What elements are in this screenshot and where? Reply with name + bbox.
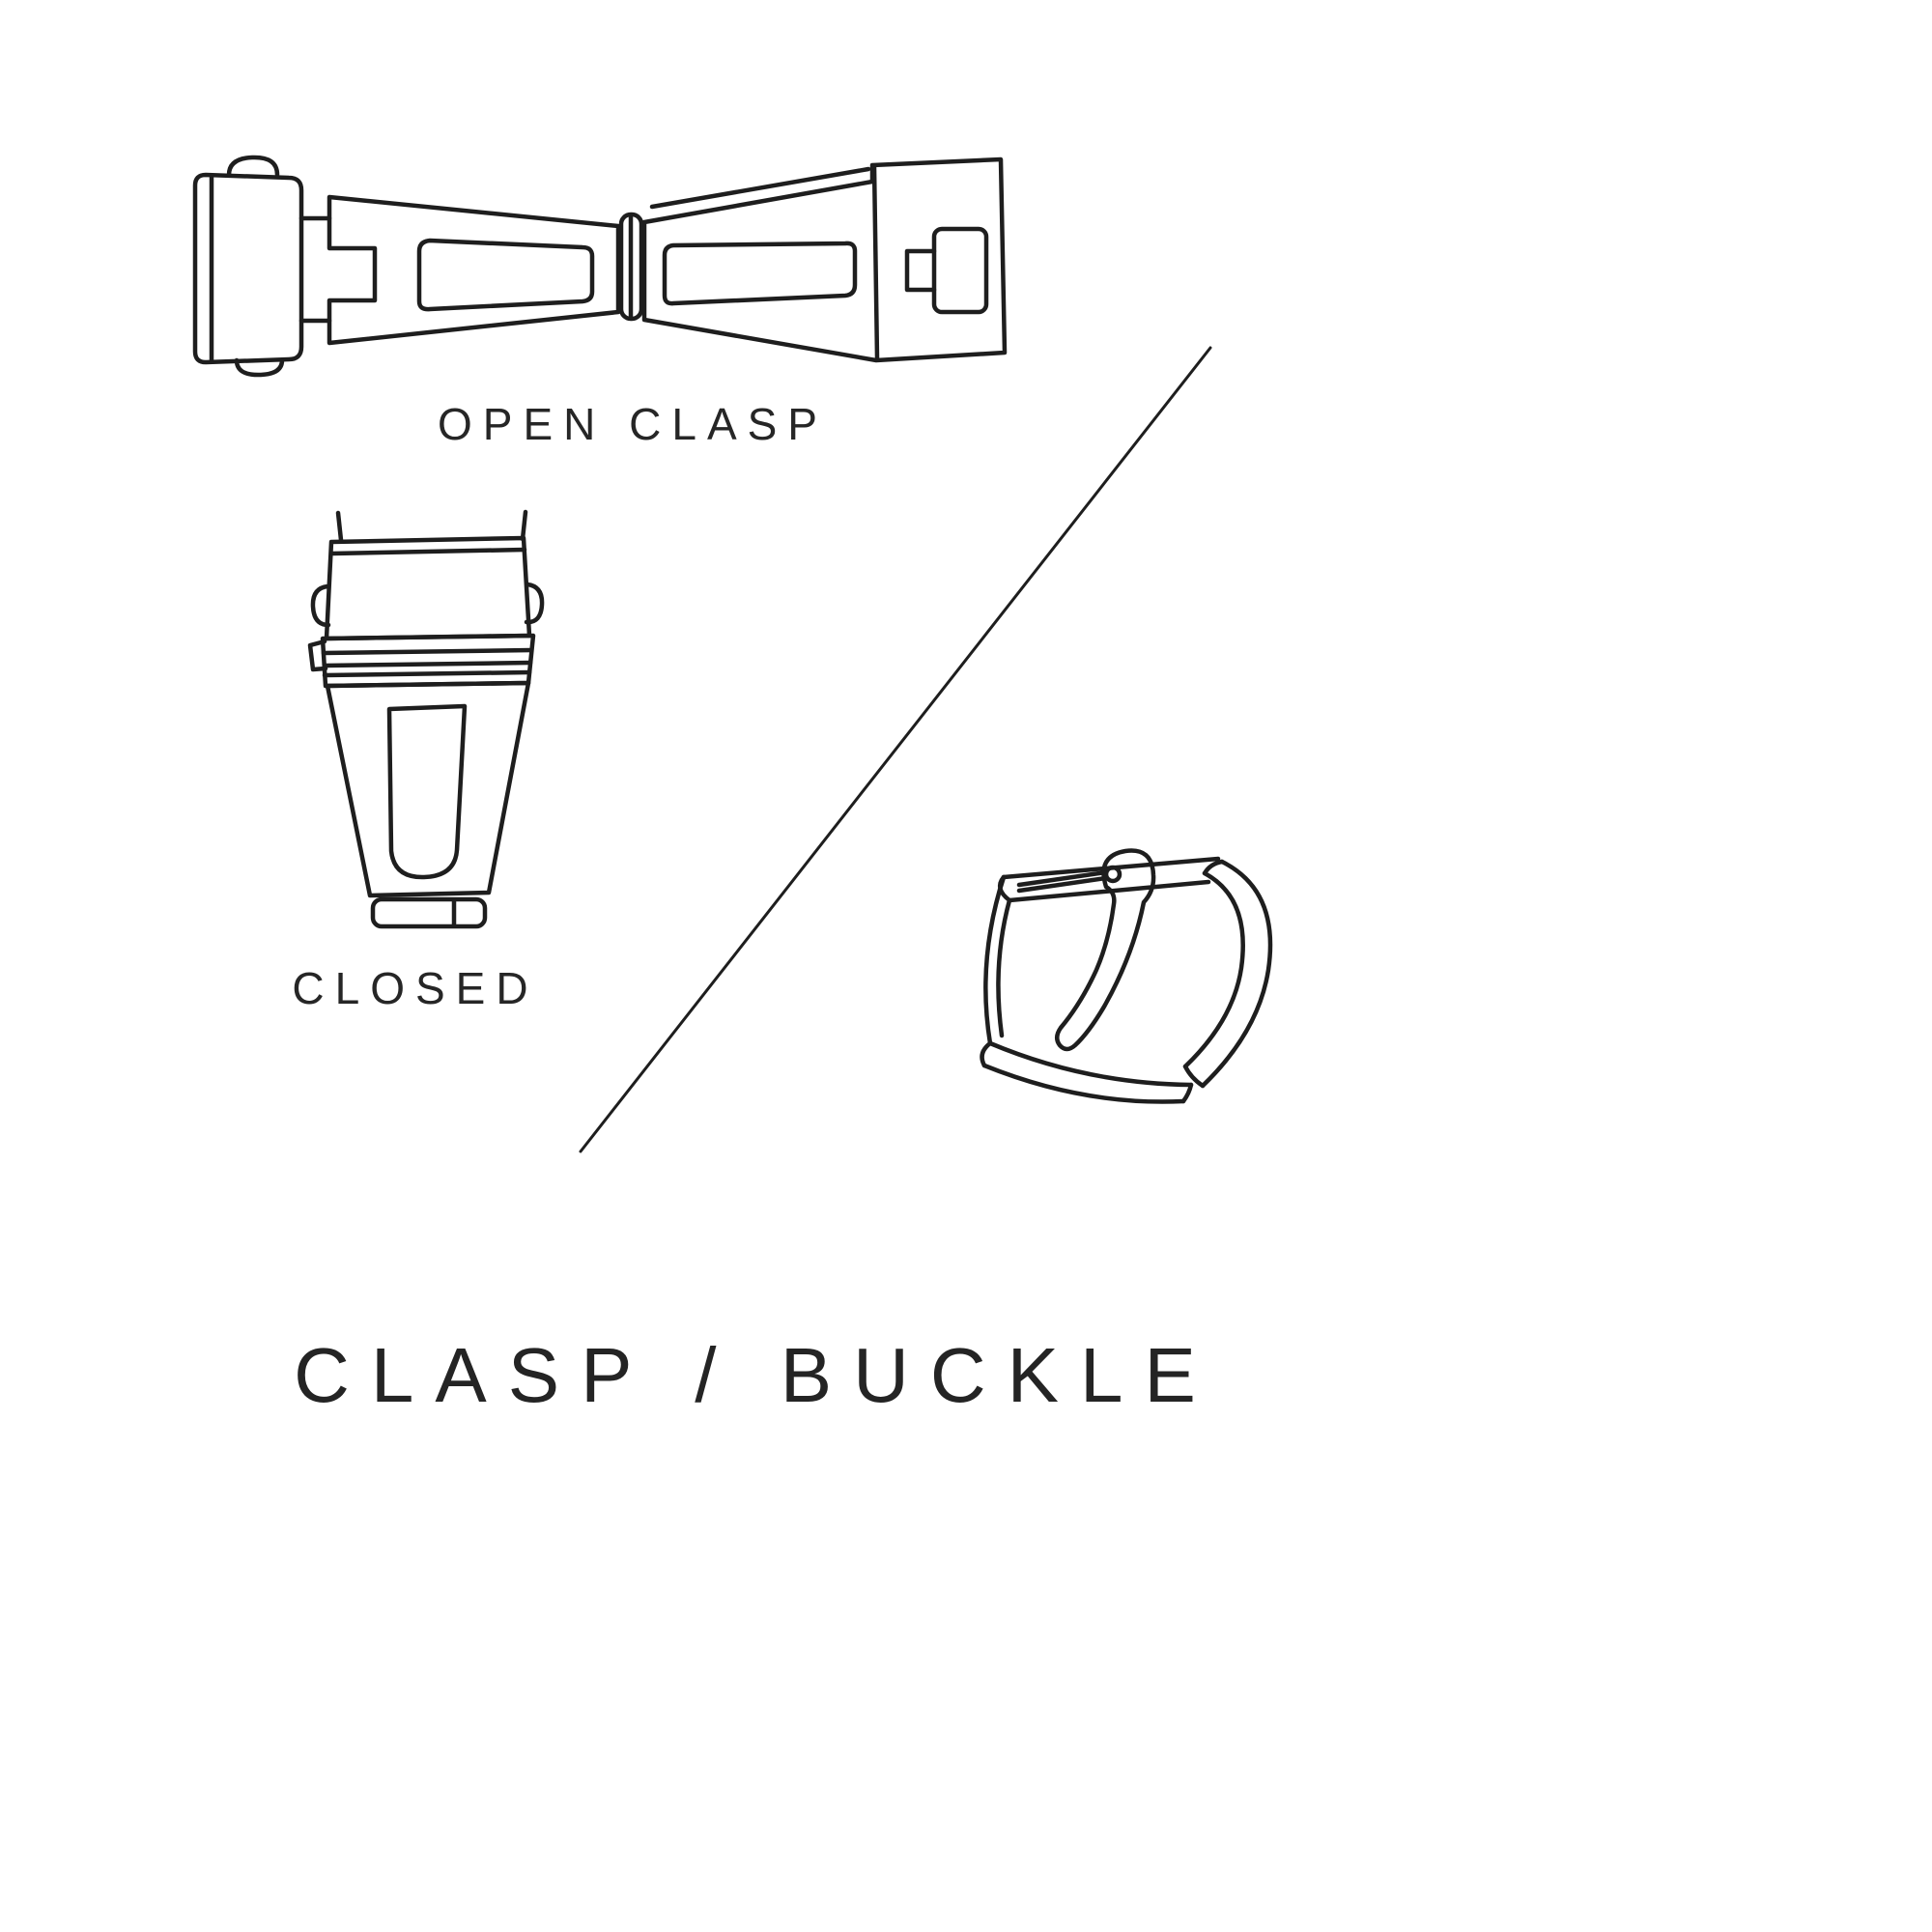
closed-clasp-label: CLOSED — [292, 963, 539, 1013]
buckle-frame — [980, 856, 1273, 1104]
open-clasp-right-arm — [641, 156, 1008, 363]
open-clasp-hinge — [618, 212, 644, 322]
closed-clasp-foot — [370, 896, 488, 929]
closed-clasp-illustration — [307, 509, 545, 929]
buckle-tongue — [1055, 848, 1156, 1052]
buckle-illustration — [980, 848, 1273, 1104]
open-clasp-label: OPEN CLASP — [438, 399, 828, 449]
open-clasp-left-arm — [327, 194, 621, 346]
open-clasp-left-cap — [192, 155, 332, 378]
open-clasp-illustration — [192, 155, 1008, 378]
closed-clasp-top-box — [310, 535, 545, 641]
closed-clasp-prongs — [335, 509, 528, 543]
closed-clasp-body — [325, 680, 531, 898]
page-title: CLASP / BUCKLE — [294, 1332, 1217, 1418]
buckle-pin — [1016, 865, 1122, 894]
